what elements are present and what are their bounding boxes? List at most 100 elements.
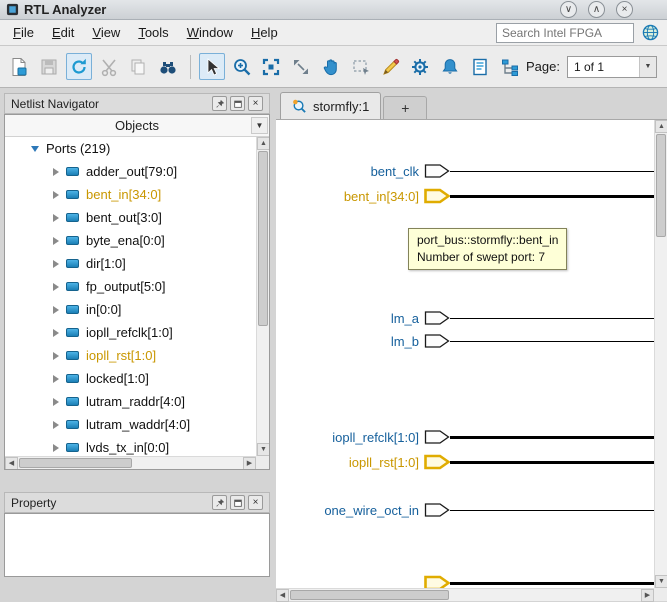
report-button[interactable] <box>466 53 493 80</box>
tree-root-label[interactable]: Ports (219) <box>46 141 111 156</box>
refresh-button[interactable] <box>65 53 93 80</box>
input-pin-icon[interactable] <box>424 188 450 204</box>
scroll-left-icon[interactable]: ◀ <box>5 457 18 469</box>
copy-button[interactable] <box>125 53 152 80</box>
tree-item[interactable]: lutram_waddr[4:0] <box>5 413 256 436</box>
tree-item-label[interactable]: in[0:0] <box>86 302 122 317</box>
scroll-down-icon[interactable]: ▼ <box>257 443 269 456</box>
tree-item[interactable]: lutram_raddr[4:0] <box>5 390 256 413</box>
chevron-down-icon[interactable] <box>31 145 39 152</box>
rubberband-select-button[interactable] <box>347 53 374 80</box>
scroll-right-icon[interactable]: ▶ <box>243 457 256 469</box>
port-label[interactable]: one_wire_oct_in <box>324 502 419 518</box>
schematic-port[interactable]: bent_in[34:0] <box>276 185 654 207</box>
schematic-port[interactable]: iopll_refclk[1:0] <box>276 426 654 448</box>
menu-tools[interactable]: Tools <box>138 25 169 40</box>
tree-item[interactable]: bent_out[3:0] <box>5 206 256 229</box>
scrollbar-thumb[interactable] <box>258 151 268 327</box>
highlight-tool-button[interactable] <box>377 53 404 80</box>
tree-item-label[interactable]: lutram_raddr[4:0] <box>86 394 185 409</box>
tab-stormfly[interactable]: stormfly:1 <box>280 92 382 119</box>
chevron-right-icon[interactable] <box>53 443 59 452</box>
schematic-vertical-scrollbar[interactable]: ▲ ▼ <box>654 120 667 588</box>
find-button[interactable] <box>155 53 182 80</box>
menu-help[interactable]: Help <box>250 25 278 40</box>
new-file-button[interactable] <box>6 53 33 80</box>
scrollbar-thumb[interactable] <box>656 134 666 237</box>
tree-item-label[interactable]: byte_ena[0:0] <box>86 233 165 248</box>
schematic-canvas[interactable]: bent_clk bent_in[34:0] port_bus::stormfl… <box>276 120 654 588</box>
tree-item[interactable]: byte_ena[0:0] <box>5 229 256 252</box>
page-select[interactable]: 1 of 1 ▼ <box>567 55 657 78</box>
tree-item[interactable]: iopll_refclk[1:0] <box>5 321 256 344</box>
tree-item-label[interactable]: dir[1:0] <box>86 256 126 271</box>
tree-item[interactable]: fp_output[5:0] <box>5 275 256 298</box>
netlist-navigator-titlebar[interactable]: Netlist Navigator × <box>4 93 270 114</box>
save-button[interactable] <box>36 53 63 80</box>
chevron-right-icon[interactable] <box>53 282 59 291</box>
tree-item-ports-root[interactable]: Ports (219) <box>5 137 256 160</box>
scroll-right-icon[interactable]: ▶ <box>641 589 654 602</box>
schematic-port[interactable]: one_wire_oct_in <box>276 499 654 521</box>
new-tab-button[interactable]: + <box>383 96 428 119</box>
hierarchy-button[interactable] <box>496 53 523 80</box>
tree-item[interactable]: lvds_tx_in[0:0] <box>5 436 256 456</box>
input-pin-icon[interactable] <box>424 163 450 179</box>
input-pin-icon[interactable] <box>424 333 450 349</box>
chevron-right-icon[interactable] <box>53 328 59 337</box>
expand-button[interactable] <box>288 53 315 80</box>
port-label[interactable]: iopll_rst[1:0] <box>348 454 419 470</box>
float-button[interactable] <box>230 96 245 111</box>
tree-item[interactable]: iopll_rst[1:0] <box>5 344 256 367</box>
chevron-right-icon[interactable] <box>53 213 59 222</box>
tree-item-label[interactable]: bent_in[34:0] <box>86 187 162 202</box>
schematic-port[interactable]: lm_b <box>276 330 654 352</box>
chevron-right-icon[interactable] <box>53 305 59 314</box>
tree-item[interactable]: bent_in[34:0] <box>5 183 256 206</box>
pin-button[interactable] <box>212 96 227 111</box>
tree-vertical-scrollbar[interactable]: ▲ ▼ <box>256 137 269 456</box>
menu-view[interactable]: View <box>92 25 121 40</box>
tree-item-label[interactable]: locked[1:0] <box>86 371 149 386</box>
tree-horizontal-scrollbar[interactable]: ◀ ▶ <box>5 456 256 469</box>
scroll-left-icon[interactable]: ◀ <box>276 589 289 602</box>
chevron-right-icon[interactable] <box>53 374 59 383</box>
schematic-port[interactable]: iopll_rst[1:0] <box>276 451 654 473</box>
schematic-horizontal-scrollbar[interactable]: ◀ ▶ <box>276 588 654 602</box>
close-button[interactable]: × <box>248 96 263 111</box>
menu-file[interactable]: File <box>13 25 34 40</box>
tree-item-label[interactable]: iopll_refclk[1:0] <box>86 325 173 340</box>
tree-item[interactable]: locked[1:0] <box>5 367 256 390</box>
schematic-port[interactable] <box>276 572 654 588</box>
close-button[interactable]: × <box>616 1 633 18</box>
tree-item-label[interactable]: bent_out[3:0] <box>86 210 162 225</box>
tree-item[interactable]: adder_out[79:0] <box>5 160 256 183</box>
input-pin-icon[interactable] <box>424 454 450 470</box>
input-pin-icon[interactable] <box>424 502 450 518</box>
fit-view-button[interactable] <box>258 53 285 80</box>
port-label[interactable]: iopll_refclk[1:0] <box>332 429 419 445</box>
globe-icon[interactable] <box>642 24 659 41</box>
property-panel-titlebar[interactable]: Property × <box>4 492 270 513</box>
menu-edit[interactable]: Edit <box>51 25 75 40</box>
chevron-right-icon[interactable] <box>53 420 59 429</box>
input-pin-icon[interactable] <box>424 575 450 588</box>
input-pin-icon[interactable] <box>424 310 450 326</box>
chevron-right-icon[interactable] <box>53 167 59 176</box>
scrollbar-thumb[interactable] <box>290 590 449 600</box>
tree-item[interactable]: dir[1:0] <box>5 252 256 275</box>
scroll-up-icon[interactable]: ▲ <box>257 137 269 150</box>
tree-item-label[interactable]: fp_output[5:0] <box>86 279 166 294</box>
chevron-right-icon[interactable] <box>53 236 59 245</box>
search-input[interactable] <box>496 22 634 43</box>
float-button[interactable] <box>230 495 245 510</box>
chevron-right-icon[interactable] <box>53 259 59 268</box>
tree-item-label[interactable]: lvds_tx_in[0:0] <box>86 440 170 455</box>
schematic-port[interactable]: bent_clk <box>276 160 654 182</box>
chevron-right-icon[interactable] <box>53 397 59 406</box>
maximize-button[interactable]: ∧ <box>588 1 605 18</box>
zoom-in-button[interactable] <box>228 53 255 80</box>
chevron-right-icon[interactable] <box>53 190 59 199</box>
cut-button[interactable] <box>95 53 122 80</box>
tree-item-label[interactable]: lutram_waddr[4:0] <box>86 417 191 432</box>
